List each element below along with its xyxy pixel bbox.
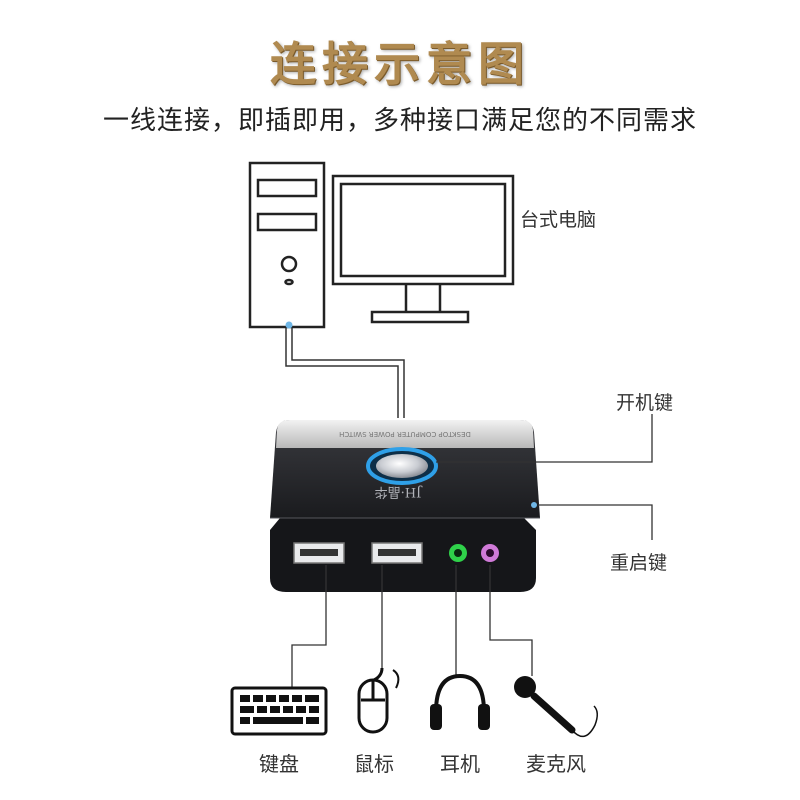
headphone-jack bbox=[449, 544, 467, 562]
keyboard-label: 键盘 bbox=[259, 752, 299, 776]
switch-device: DESKTOP COMPUTER POWER SWITCH bbox=[270, 420, 540, 592]
power-button[interactable] bbox=[366, 447, 438, 485]
headphones-icon bbox=[430, 673, 490, 730]
page-subtitle: 一线连接，即插即用，多种接口满足您的不同需求 bbox=[102, 106, 697, 136]
tower-port-dot bbox=[285, 321, 293, 329]
device-lines bbox=[291, 565, 533, 688]
pc-tower-icon bbox=[248, 161, 326, 329]
mouse-label: 鼠标 bbox=[354, 752, 394, 776]
headphones-label: 耳机 bbox=[440, 752, 480, 776]
mouse-icon bbox=[357, 667, 400, 734]
pc-cable bbox=[285, 328, 405, 418]
power-key-leader bbox=[436, 414, 653, 463]
device-band-text: DESKTOP COMPUTER POWER SWITCH bbox=[339, 430, 471, 438]
usb-port-keyboard bbox=[293, 542, 345, 564]
microphone-line bbox=[489, 565, 533, 676]
page-title: 连接示意图 bbox=[270, 37, 530, 91]
device-brand-logo: JH·晶华 bbox=[375, 484, 424, 499]
monitor-icon bbox=[331, 174, 515, 324]
keyboard-icon bbox=[230, 686, 328, 736]
microphone-label: 麦克风 bbox=[526, 752, 586, 776]
usb-port-mouse bbox=[371, 542, 423, 564]
microphone-icon bbox=[514, 676, 598, 738]
restart-key[interactable] bbox=[531, 502, 537, 508]
power-key-label: 开机键 bbox=[616, 392, 674, 414]
desktop-pc-label: 台式电脑 bbox=[520, 209, 597, 231]
keyboard-line bbox=[291, 565, 327, 688]
callout-lines bbox=[436, 414, 653, 540]
microphone-jack bbox=[481, 544, 499, 562]
restart-key-label: 重启键 bbox=[610, 552, 668, 574]
restart-key-leader bbox=[538, 504, 653, 540]
